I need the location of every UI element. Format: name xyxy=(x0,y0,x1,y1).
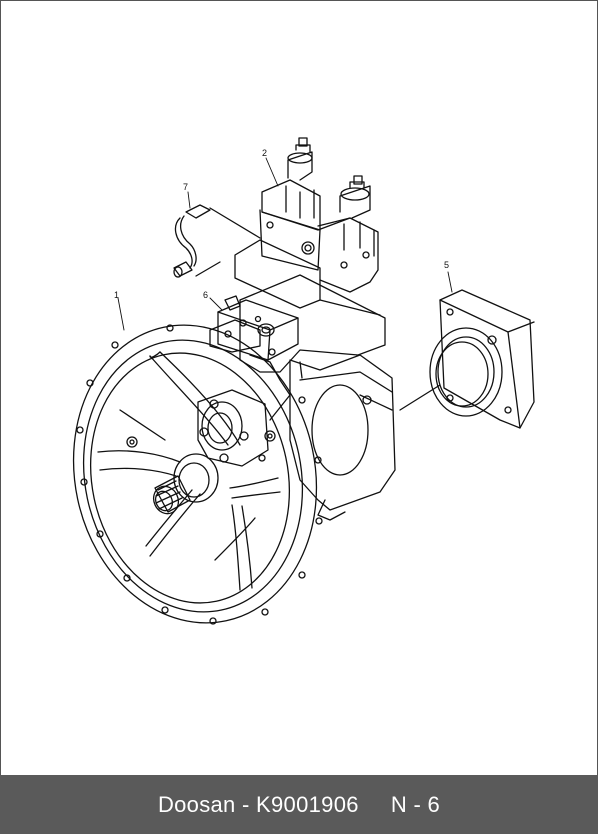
solenoid-block xyxy=(259,137,379,293)
leader-lines xyxy=(117,157,453,331)
drawing-frame xyxy=(0,0,598,776)
callout-label-1: 1 xyxy=(114,290,119,300)
brand-name: Doosan xyxy=(157,791,236,817)
caption-gap xyxy=(359,792,391,817)
splined-shaft xyxy=(152,453,219,515)
exploded-view-drawing: 1 2 5 6 7 xyxy=(72,137,535,625)
gear-pump xyxy=(197,389,269,467)
sheet-reference: N - 6 xyxy=(390,791,441,817)
part-number: K9001906 xyxy=(256,791,359,817)
caption-separator: - xyxy=(235,791,257,817)
pressure-pipe xyxy=(173,204,261,278)
callout-label-6: 6 xyxy=(203,290,208,300)
adapter-plate xyxy=(399,289,535,429)
flange-ring xyxy=(72,324,323,625)
callout-label-2: 2 xyxy=(262,148,267,158)
callout-label-5: 5 xyxy=(444,260,449,270)
caption-bar: Doosan - K9001906 N - 6 xyxy=(0,775,598,834)
caption-text: Doosan - K9001906 N - 6 xyxy=(158,792,440,818)
flange-spokes xyxy=(97,351,281,591)
regulator-valve xyxy=(217,295,299,361)
pump-body xyxy=(209,239,396,521)
callout-label-7: 7 xyxy=(183,182,188,192)
